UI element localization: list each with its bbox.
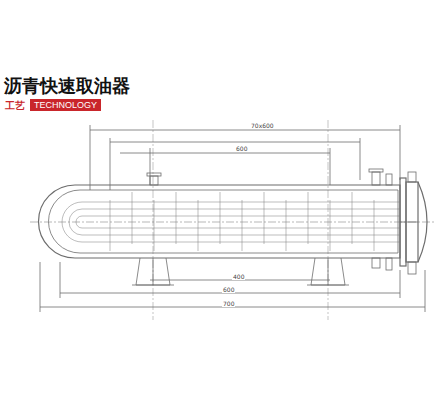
dimension: 700: [222, 300, 235, 307]
baffle: [242, 200, 243, 251]
baffle: [308, 192, 309, 244]
baffle: [154, 200, 155, 251]
u-tube: [69, 209, 400, 235]
badge-text: TECHNOLOGY: [34, 100, 97, 110]
baffle: [176, 192, 177, 244]
baffle: [330, 200, 331, 251]
tag-badge: TECHNOLOGY: [30, 99, 101, 111]
title: 沥青快速取油器: [4, 74, 130, 98]
baffle: [110, 200, 111, 251]
baffle: [352, 192, 353, 244]
section-label: 工艺: [4, 99, 26, 113]
u-tube: [62, 202, 400, 242]
dimension: 600: [222, 286, 235, 293]
baffle: [264, 192, 265, 244]
baffle: [374, 200, 375, 251]
baffle: [198, 200, 199, 251]
dimension: 400: [232, 273, 245, 280]
baffle: [220, 192, 221, 244]
dimension: 70x600: [250, 122, 275, 129]
baffle: [132, 192, 133, 244]
dimension: 600: [235, 145, 248, 152]
baffle: [286, 200, 287, 251]
u-tube: [76, 216, 400, 228]
